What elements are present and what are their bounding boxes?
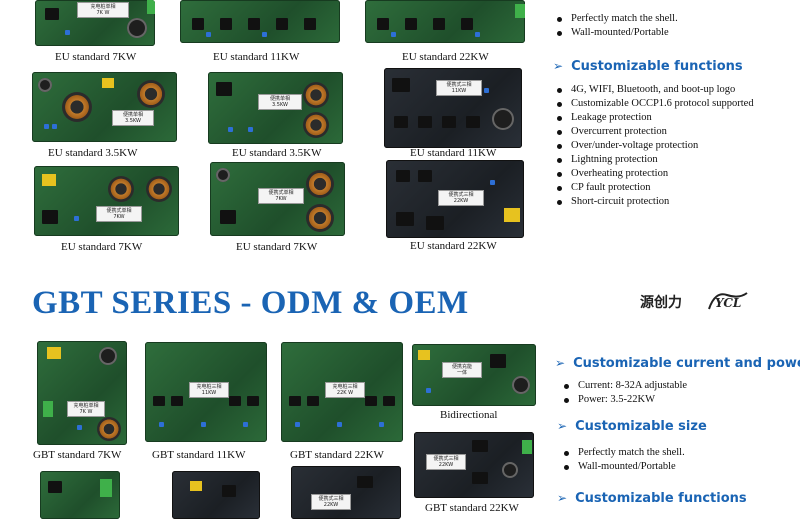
- functions2-heading-label: Customizable functions: [575, 491, 747, 506]
- board-label: 便携单相 3.5KW: [258, 94, 302, 110]
- series-title: GBT SERIES - ODM & OEM: [32, 285, 469, 321]
- eu-board-11kw-dark: 便携式三相 11KW: [384, 68, 522, 148]
- board-label: 充电桩单相 7K W: [77, 2, 129, 18]
- eu-board-3-5kw-a: 便携单相 3.5KW: [32, 72, 177, 142]
- eu-board-22kw-dark: 便携式三相 22KW: [386, 160, 524, 238]
- arrow-icon: ➢: [557, 491, 568, 505]
- gbt-board-22kw-dark: 便携式三相 22KW: [414, 432, 534, 498]
- brand-logo-icon: YCL: [708, 292, 748, 310]
- eu-board-11kw-top: [180, 0, 340, 43]
- board-label: 便携式三相 11KW: [436, 80, 482, 96]
- functions-heading-label: Customizable functions: [571, 59, 743, 74]
- current-item: Current: 8-32A adjustable: [560, 379, 687, 393]
- logo-text: YCL: [715, 296, 741, 310]
- board-label: 充电桩单相 7K W: [67, 401, 105, 417]
- caption-eu-7kw-c: EU standard 7KW: [236, 241, 318, 253]
- current-item: Power: 3.5-22KW: [560, 393, 687, 407]
- board-label: 便携充能 一体: [442, 362, 482, 378]
- board-label: 便携式三相 22KW: [438, 190, 484, 206]
- board-label: 便携式单相 7KW: [258, 188, 304, 204]
- function-item: Lightning protection: [553, 153, 754, 167]
- size-list-top: Perfectly match the shell. Wall-mounted/…: [553, 12, 678, 40]
- function-item: CP fault protection: [553, 181, 754, 195]
- size-item: Wall-mounted/Portable: [553, 26, 678, 40]
- current-heading-label: Customizable current and power: [573, 356, 800, 371]
- function-item: Overcurrent protection: [553, 125, 754, 139]
- eu-board-3-5kw-b: 便携单相 3.5KW: [208, 72, 343, 144]
- board-label: 便携式单相 7KW: [96, 206, 142, 222]
- arrow-icon: ➢: [555, 356, 566, 370]
- size-heading-label: Customizable size: [575, 419, 707, 434]
- size-heading: ➢ Customizable size: [557, 419, 707, 434]
- board-label: 便携式三相 22KW: [311, 494, 351, 510]
- caption-gbt-7kw: GBT standard 7KW: [33, 449, 122, 461]
- current-list: Current: 8-32A adjustable Power: 3.5-22K…: [560, 379, 687, 407]
- caption-eu-3-5kw-a: EU standard 3.5KW: [48, 147, 138, 159]
- caption-gbt-11kw: GBT standard 11KW: [152, 449, 246, 461]
- function-item: Short-circuit protection: [553, 195, 754, 209]
- caption-eu-22kw: EU standard 22KW: [402, 51, 489, 63]
- function-item: 4G, WIFI, Bluetooth, and boot-up logo: [553, 83, 754, 97]
- function-item: Over/under-voltage protection: [553, 139, 754, 153]
- function-item: Leakage protection: [553, 111, 754, 125]
- gbt-board-22kw: 充电桩三相 22K W: [281, 342, 403, 442]
- board-label: 便携式三相 22KW: [426, 454, 466, 470]
- eu-board-7kw-c: 便携式单相 7KW: [210, 162, 345, 236]
- functions-list: 4G, WIFI, Bluetooth, and boot-up logo Cu…: [553, 83, 754, 209]
- caption-gbt-22kw-b: GBT standard 22KW: [425, 502, 519, 514]
- size-list: Perfectly match the shell. Wall-mounted/…: [560, 446, 685, 474]
- caption-eu-22kw-b: EU standard 22KW: [410, 240, 497, 252]
- gbt-board-partial-a: [40, 471, 120, 519]
- size-item: Perfectly match the shell.: [560, 446, 685, 460]
- arrow-icon: ➢: [557, 419, 568, 433]
- size-item: Perfectly match the shell.: [553, 12, 678, 26]
- caption-eu-7kw: EU standard 7KW: [55, 51, 137, 63]
- gbt-board-partial-c: 便携式三相 22KW: [291, 466, 401, 519]
- board-label: 充电桩三相 22K W: [325, 382, 365, 398]
- eu-board-7kw-top: 充电桩单相 7K W: [35, 0, 155, 46]
- eu-board-22kw-top: [365, 0, 525, 43]
- eu-board-7kw-b: 便携式单相 7KW: [34, 166, 179, 236]
- arrow-icon: ➢: [553, 59, 564, 73]
- caption-eu-11kw: EU standard 11KW: [213, 51, 300, 63]
- caption-gbt-22kw: GBT standard 22KW: [290, 449, 384, 461]
- caption-eu-7kw-b: EU standard 7KW: [61, 241, 143, 253]
- board-label: 充电桩三相 11KW: [189, 382, 229, 398]
- current-heading: ➢ Customizable current and power: [555, 356, 800, 371]
- gbt-board-11kw: 充电桩三相 11KW: [145, 342, 267, 442]
- gbt-board-partial-b: [172, 471, 260, 519]
- caption-eu-3-5kw-b: EU standard 3.5KW: [232, 147, 322, 159]
- size-item: Wall-mounted/Portable: [560, 460, 685, 474]
- gbt-board-bidirectional: 便携充能 一体: [412, 344, 536, 406]
- functions-heading: ➢ Customizable functions: [553, 59, 743, 74]
- board-label: 便携单相 3.5KW: [112, 110, 154, 126]
- gbt-board-7kw: 充电桩单相 7K W: [37, 341, 127, 445]
- caption-bidirectional: Bidirectional: [440, 409, 498, 421]
- function-item: Overheating protection: [553, 167, 754, 181]
- functions2-heading: ➢ Customizable functions: [557, 491, 747, 506]
- function-item: Customizable OCCP1.6 protocol supported: [553, 97, 754, 111]
- brand-name: 源创力: [640, 295, 682, 311]
- caption-eu-11kw-b: EU standard 11KW: [410, 147, 497, 159]
